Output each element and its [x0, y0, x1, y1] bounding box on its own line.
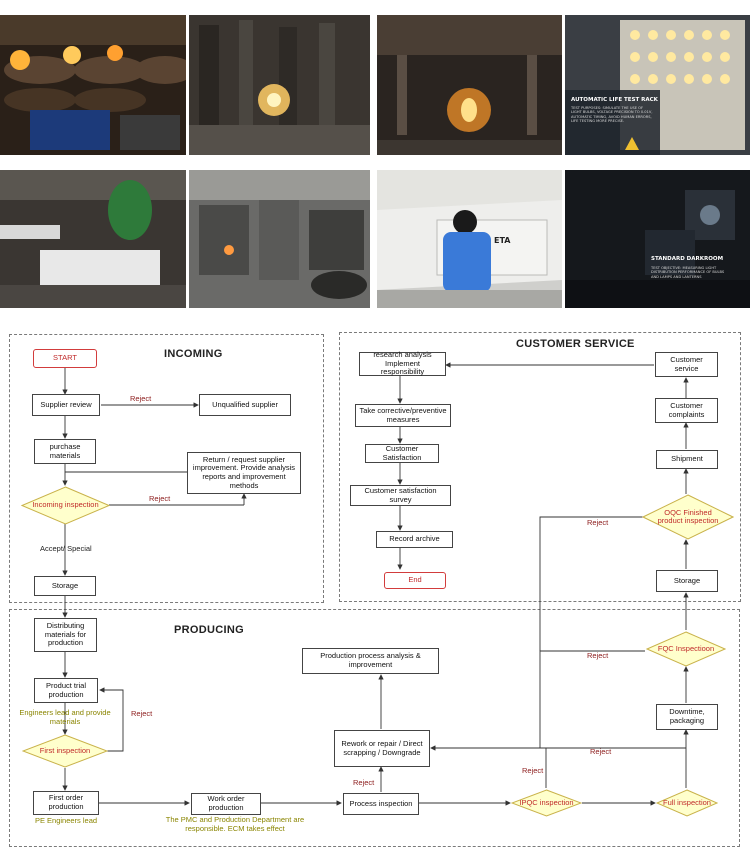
photo-furnace-flames — [0, 15, 186, 155]
section-title-producing: PRODUCING — [174, 624, 244, 636]
rework-repair-box: Rework or repair / Direct scrapping / Do… — [334, 730, 430, 767]
photo-bulb-assembly-line — [189, 15, 370, 155]
incoming-frame — [9, 334, 324, 603]
photo-workshop-machines — [189, 170, 370, 308]
incoming-inspection-diamond — [21, 486, 110, 525]
oqc-inspection-label: OQC Finished product inspection — [657, 507, 719, 525]
machine-label: ETA — [494, 236, 511, 245]
photo-green-machine — [0, 170, 186, 308]
pe-engineers-note: PE Engineers lead — [34, 816, 98, 825]
fqc-inspection-label: FQC Inspectioon — [657, 643, 715, 653]
ipqc-inspection-diamond — [511, 789, 582, 817]
incoming-inspection-label: Incoming inspection — [32, 500, 99, 510]
photo-lit-bulb — [377, 15, 562, 155]
storage-box-incoming: Storage — [34, 576, 96, 596]
darkroom-caption-text: TEST OBJECTIVE: MEASURING LIGHT DISTRIBU… — [651, 266, 725, 279]
first-inspection-label: First inspection — [39, 745, 91, 755]
reject-label-oqc: Reject — [587, 518, 609, 527]
photo-darkroom: STANDARD DARKROOM TEST OBJECTIVE: MEASUR… — [565, 170, 750, 308]
shipment-box: Shipment — [656, 450, 718, 469]
storage-box-customer: Storage — [656, 570, 718, 592]
supplier-review-box: Supplier review — [32, 394, 100, 416]
downtime-packaging-box: Downtime, packaging — [656, 704, 718, 730]
reject-label-process: Reject — [353, 778, 375, 787]
customer-service-box: Customer service — [655, 352, 718, 377]
research-analysis-box: research analysis Implement responsibili… — [359, 350, 446, 376]
customer-satisfaction-box: Customer Satisfaction — [365, 444, 439, 463]
reject-label-first: Reject — [131, 709, 153, 718]
first-order-box: First order production — [33, 791, 99, 815]
customer-complaints-box: Customer complaints — [655, 398, 718, 423]
reject-label-incoming: Reject — [149, 494, 171, 503]
purchase-materials-box: purchase materials — [34, 439, 96, 464]
pmc-note: The PMC and Production Department are re… — [165, 815, 305, 833]
rack-caption-text: TEST PURPOSES: SIMULATE THE USE OF LIGHT… — [571, 106, 653, 124]
section-title-incoming: INCOMING — [164, 348, 223, 360]
fqc-inspection-diamond — [646, 631, 726, 667]
corrective-measures-box: Take corrective/preventive measures — [355, 404, 451, 427]
accept-special-label: Accept/ Special — [40, 544, 92, 553]
distributing-materials-box: Distributing materials for production — [34, 618, 97, 652]
reject-label-fqc: Reject — [587, 651, 609, 660]
darkroom-caption-title: STANDARD DARKROOM — [651, 256, 724, 262]
ipqc-inspection-label: IPQC inspection — [519, 797, 574, 807]
unqualified-supplier-box: Unqualified supplier — [199, 394, 291, 416]
process-analysis-box: Production process analysis & improvemen… — [302, 648, 439, 674]
section-title-customer-service: CUSTOMER SERVICE — [516, 338, 635, 350]
product-trial-box: Product trial production — [34, 678, 98, 703]
record-archive-box: Record archive — [376, 531, 453, 548]
photo-worker-reflow-machine: ETA — [377, 170, 562, 308]
engineers-lead-note: Engineers lead and provide materials — [19, 708, 111, 726]
full-inspection-diamond — [656, 789, 718, 817]
reject-label-supplier: Reject — [130, 394, 152, 403]
producing-frame — [9, 609, 740, 847]
reject-label-full: Reject — [590, 747, 612, 756]
satisfaction-survey-box: Customer satisfaction survey — [350, 485, 451, 506]
rack-caption-title: AUTOMATIC LIFE TEST RACK — [571, 97, 658, 103]
photo-life-test-rack: AUTOMATIC LIFE TEST RACK TEST PURPOSES: … — [565, 15, 750, 155]
work-order-box: Work order production — [191, 793, 261, 815]
end-node: End — [384, 572, 446, 589]
first-inspection-diamond — [22, 734, 108, 768]
oqc-inspection-diamond — [642, 494, 734, 540]
process-inspection-box: Process inspection — [343, 793, 419, 815]
return-request-box: Return / request supplier improvement. P… — [187, 452, 301, 494]
start-node: START — [33, 349, 97, 368]
reject-label-ipqc: Reject — [522, 766, 544, 775]
full-inspection-label: Full inspection — [663, 797, 711, 807]
